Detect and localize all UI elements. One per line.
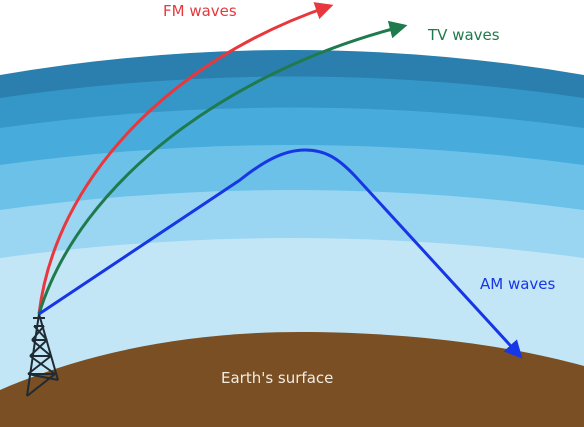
- fm-waves-label: FM waves: [163, 2, 237, 20]
- transmission-tower-icon: [26, 313, 59, 397]
- tv-wave-path: [37, 20, 408, 315]
- am-waves-label: AM waves: [480, 275, 556, 293]
- earths-surface-label: Earth's surface: [221, 369, 333, 387]
- earth-surface: [0, 332, 584, 427]
- fm-wave-path: [37, 2, 334, 315]
- tv-waves-label: TV waves: [427, 26, 500, 44]
- am-wave-path: [38, 148, 523, 359]
